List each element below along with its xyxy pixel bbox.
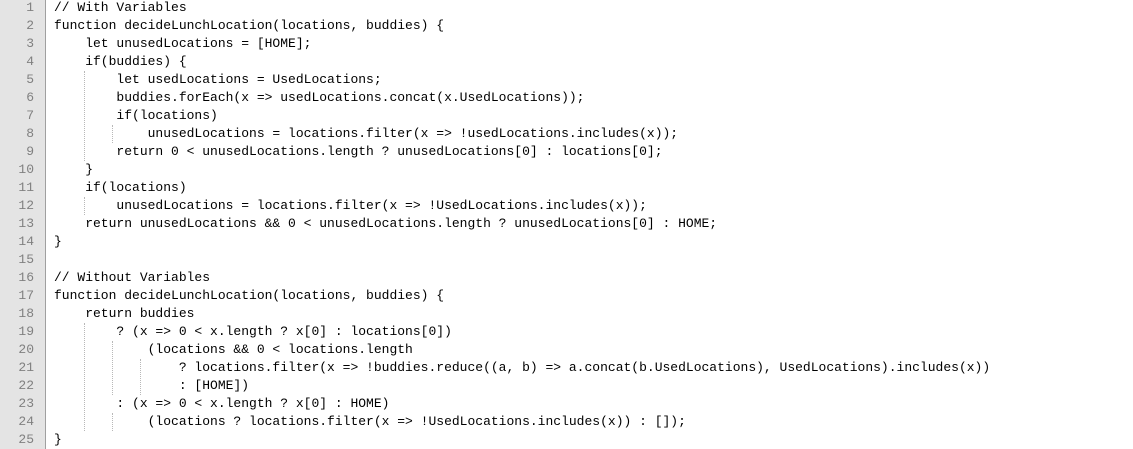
- code-line[interactable]: }: [54, 432, 62, 447]
- line-number: 10: [18, 162, 34, 177]
- line-number: 7: [26, 108, 34, 123]
- line-number: 2: [26, 18, 34, 33]
- line-number: 16: [18, 270, 34, 285]
- code-line[interactable]: // With Variables: [54, 0, 187, 15]
- code-line[interactable]: if(locations): [54, 108, 218, 123]
- code-line[interactable]: function decideLunchLocation(locations, …: [54, 288, 445, 303]
- code-line[interactable]: unusedLocations = locations.filter(x => …: [54, 198, 647, 213]
- code-line[interactable]: : [HOME]): [54, 378, 250, 393]
- line-number: 8: [26, 126, 34, 141]
- line-number: 1: [26, 0, 34, 15]
- code-line[interactable]: return unusedLocations && 0 < unusedLoca…: [54, 216, 718, 231]
- code-line[interactable]: (locations ? locations.filter(x => !Used…: [54, 414, 686, 429]
- code-line[interactable]: return 0 < unusedLocations.length ? unus…: [54, 144, 663, 159]
- code-line[interactable]: let usedLocations = UsedLocations;: [54, 72, 382, 87]
- code-line[interactable]: unusedLocations = locations.filter(x => …: [54, 126, 679, 141]
- indent-guide: [84, 323, 86, 431]
- code-line[interactable]: ? locations.filter(x => !buddies.reduce(…: [54, 360, 991, 375]
- indent-guide: [112, 125, 114, 143]
- line-number: 18: [18, 306, 34, 321]
- line-number: 15: [18, 252, 34, 267]
- line-number: 19: [18, 324, 34, 339]
- code-line[interactable]: if(buddies) {: [54, 54, 187, 69]
- code-line[interactable]: if(locations): [54, 180, 187, 195]
- line-number: 24: [18, 414, 34, 429]
- line-number: 6: [26, 90, 34, 105]
- code-line[interactable]: : (x => 0 < x.length ? x[0] : HOME): [54, 396, 390, 411]
- code-line[interactable]: return buddies: [54, 306, 195, 321]
- code-line[interactable]: // Without Variables: [54, 270, 211, 285]
- code-line[interactable]: }: [54, 162, 94, 177]
- code-line[interactable]: buddies.forEach(x => usedLocations.conca…: [54, 90, 585, 105]
- line-number: 13: [18, 216, 34, 231]
- line-number: 12: [18, 198, 34, 213]
- line-number: 21: [18, 360, 34, 375]
- indent-guide: [140, 359, 142, 395]
- line-number: 22: [18, 378, 34, 393]
- line-number: 20: [18, 342, 34, 357]
- line-number: 11: [18, 180, 34, 195]
- code-line[interactable]: }: [54, 234, 62, 249]
- line-number: 4: [26, 54, 34, 69]
- code-line[interactable]: ? (x => 0 < x.length ? x[0] : locations[…: [54, 324, 452, 339]
- indent-guide: [84, 71, 86, 161]
- indent-guide: [112, 413, 114, 431]
- indent-guide: [84, 197, 86, 215]
- line-number: 5: [26, 72, 34, 87]
- line-number: 14: [18, 234, 34, 249]
- indent-guide: [112, 341, 114, 395]
- line-number: 3: [26, 36, 34, 51]
- code-line[interactable]: (locations && 0 < locations.length: [54, 342, 413, 357]
- code-area[interactable]: // With Variables function decideLunchLoc…: [46, 0, 1133, 449]
- line-number: 25: [18, 432, 34, 447]
- code-line[interactable]: let unusedLocations = [HOME];: [54, 36, 312, 51]
- line-number: 17: [18, 288, 34, 303]
- line-number: 9: [26, 144, 34, 159]
- code-line[interactable]: function decideLunchLocation(locations, …: [54, 18, 445, 33]
- line-number: 23: [18, 396, 34, 411]
